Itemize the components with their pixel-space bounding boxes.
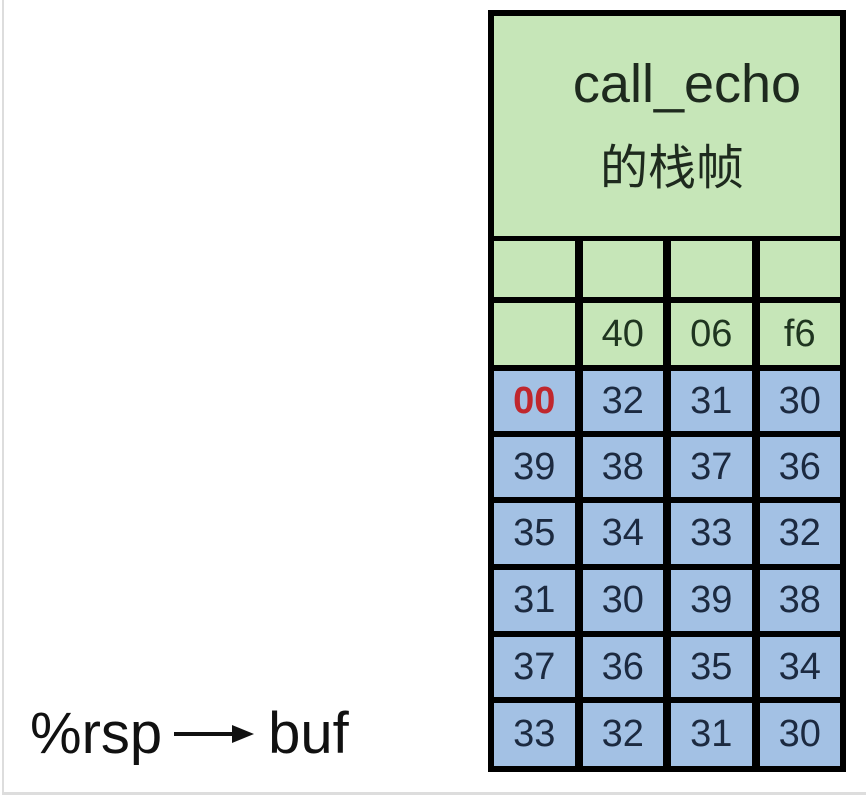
byte-cell: 37 xyxy=(671,437,752,497)
byte-cell: 32 xyxy=(759,503,840,564)
register-name: %rsp xyxy=(30,701,163,766)
byte-cell xyxy=(494,303,575,365)
byte-cell: 31 xyxy=(494,570,575,631)
frame-subtitle: 的栈帧 xyxy=(599,142,744,195)
byte-cell: 40 xyxy=(582,303,663,365)
byte-cell: 38 xyxy=(582,437,663,497)
arrow-right-icon xyxy=(174,724,255,744)
null-terminator-byte: 00 xyxy=(494,371,575,431)
byte-cell: 35 xyxy=(494,503,575,564)
byte-cell: f6 xyxy=(759,303,840,365)
byte-cell: 35 xyxy=(671,637,752,697)
byte-cell: 31 xyxy=(671,703,752,766)
byte-cell: 34 xyxy=(582,503,663,564)
buffer-name: buf xyxy=(268,701,349,766)
byte-cell: 33 xyxy=(494,703,575,766)
byte-cell: 06 xyxy=(671,303,752,365)
byte-cell: 31 xyxy=(671,371,752,431)
byte-cell: 30 xyxy=(582,570,663,631)
byte-cell: 37 xyxy=(494,637,575,697)
byte-cell: 32 xyxy=(582,703,663,766)
byte-cell: 33 xyxy=(671,503,752,564)
rsp-pointer-label: %rsp buf xyxy=(30,700,349,767)
frame-title: call_echo xyxy=(572,54,802,114)
byte-cell xyxy=(582,241,663,297)
byte-cell xyxy=(671,241,752,297)
byte-cell: 39 xyxy=(671,570,752,631)
byte-cell: 36 xyxy=(759,437,840,497)
byte-cell: 30 xyxy=(759,703,840,766)
byte-cell xyxy=(759,241,840,297)
byte-cell: 30 xyxy=(759,371,840,431)
call-echo-stack-frame: call_echo 的栈帧 xyxy=(494,16,840,236)
byte-cell: 32 xyxy=(582,371,663,431)
byte-cell: 34 xyxy=(759,637,840,697)
return-address-row xyxy=(494,241,840,297)
byte-cell: 36 xyxy=(582,637,663,697)
byte-cell xyxy=(494,241,575,297)
byte-cell: 39 xyxy=(494,437,575,497)
byte-cell: 38 xyxy=(759,570,840,631)
